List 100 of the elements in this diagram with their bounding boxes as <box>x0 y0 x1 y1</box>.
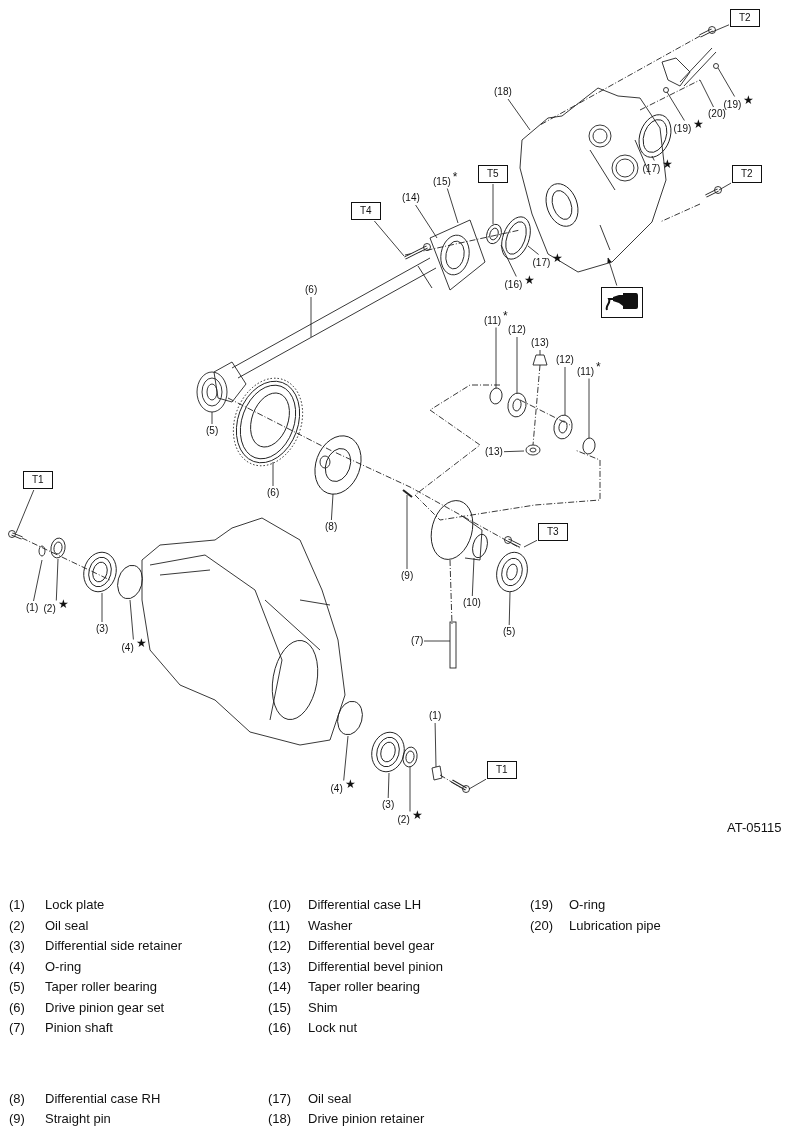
part-number: (16) <box>268 1020 292 1036</box>
torque-label-box: T4 <box>351 202 381 220</box>
part-name: Oil seal <box>45 917 89 934</box>
part-name: Taper roller bearing <box>45 979 157 995</box>
leader-line <box>507 98 531 131</box>
callout-number: (1) <box>26 602 39 613</box>
leader-line <box>717 67 735 97</box>
note-mark: * <box>503 308 508 323</box>
part-name: O-ring <box>569 897 606 913</box>
torque-label-box: T1 <box>23 471 53 489</box>
leader-line <box>564 366 566 416</box>
part-name: O-ring <box>45 958 82 975</box>
leader-line <box>310 296 312 338</box>
callout-number: (14) <box>402 192 420 203</box>
part-number: (20) <box>530 917 554 934</box>
part-number: (18) <box>268 1111 292 1127</box>
callout-number: (5) <box>503 626 516 637</box>
leader-line <box>409 766 411 812</box>
note-mark: ★ <box>57 596 69 611</box>
part-number: (6) <box>9 999 25 1016</box>
callout-number: (17) <box>642 162 661 174</box>
note-mark: ★ <box>524 272 536 287</box>
callout-number: (17) <box>532 256 551 268</box>
note-mark: ★ <box>693 116 705 131</box>
part-number: (11) <box>268 917 291 934</box>
leader-line <box>471 557 475 597</box>
callout-number: (4) <box>330 782 343 794</box>
torque-label-box: T2 <box>732 165 762 183</box>
leader-line <box>406 494 408 570</box>
note-mark: ★ <box>743 92 755 107</box>
note-mark: ★ <box>135 635 147 650</box>
callout-number: (12) <box>508 324 526 335</box>
leader-line <box>503 450 525 453</box>
callout-number: (9) <box>401 570 414 581</box>
part-name: Differential case LH <box>308 897 422 913</box>
part-name: Lubrication pipe <box>569 917 661 934</box>
figure-code: AT-05115 <box>727 820 782 836</box>
part-name: Differential side retainer <box>45 938 183 954</box>
torque-label-box: T2 <box>730 9 760 27</box>
part-number: (10) <box>268 897 292 913</box>
part-number: (1) <box>9 897 25 913</box>
callout-number: (3) <box>96 623 109 634</box>
symbol-box <box>601 286 643 318</box>
callout-number: (4) <box>121 641 134 653</box>
part-number: (13) <box>268 958 292 975</box>
leader-line <box>492 183 494 225</box>
part-number: (12) <box>268 938 292 954</box>
callout-number: (19) <box>723 98 742 110</box>
callout-number: (6) <box>305 284 318 295</box>
torque-label-box: T1 <box>487 761 517 779</box>
note-mark: ★ <box>662 156 674 171</box>
part-name: Straight pin <box>45 1111 111 1127</box>
callout-number: (20) <box>708 108 726 119</box>
part-number: (15) <box>268 999 292 1016</box>
part-name: Differential bevel gear <box>308 938 435 954</box>
leader-line <box>651 155 655 161</box>
leader-line <box>129 599 134 640</box>
torque-label-box: T3 <box>538 523 568 541</box>
callout-number: (1) <box>429 710 442 721</box>
note-mark: * <box>452 169 458 184</box>
part-name: Lock plate <box>45 897 105 913</box>
leader-line <box>15 489 35 534</box>
note-mark: ★ <box>344 776 356 791</box>
part-number: (9) <box>9 1111 25 1127</box>
callout-number: (13) <box>485 446 503 457</box>
part-name: Differential bevel pinion <box>308 958 443 975</box>
leader-line <box>33 559 43 602</box>
leader-line <box>699 79 714 108</box>
callout-number: (18) <box>494 86 512 97</box>
callout-number: (16) <box>504 278 523 290</box>
callout-number: (11) <box>577 365 595 377</box>
callout-number: (10) <box>463 597 481 608</box>
leader-line <box>527 245 539 255</box>
note-mark: ★ <box>411 807 423 822</box>
part-name: Oil seal <box>308 1091 352 1107</box>
part-name: Taper roller bearing <box>308 979 420 995</box>
leader-line <box>711 24 730 33</box>
part-number: (8) <box>9 1091 25 1107</box>
leader-line <box>508 591 511 626</box>
callout-number: (11) <box>484 314 502 326</box>
leader-line <box>446 188 459 224</box>
note-mark: ★ <box>552 250 564 265</box>
part-name: Differential case RH <box>45 1091 161 1107</box>
leader-line <box>500 244 517 277</box>
leader-line <box>331 493 334 521</box>
part-name: Drive pinion retainer <box>308 1111 425 1127</box>
leader-line <box>415 204 438 239</box>
leader-line <box>434 722 437 768</box>
part-name: Pinion shaft <box>45 1020 113 1036</box>
part-number: (14) <box>268 979 292 995</box>
part-number: (7) <box>9 1020 25 1036</box>
callout-number: (7) <box>411 635 424 646</box>
leader-line <box>387 772 390 799</box>
leader-line <box>55 558 59 601</box>
note-mark: * <box>596 359 601 374</box>
part-number: (17) <box>268 1091 292 1107</box>
leader-line <box>374 220 405 257</box>
leader-line <box>272 461 274 487</box>
callout-number: (19) <box>673 122 692 134</box>
leader-line <box>516 336 518 394</box>
